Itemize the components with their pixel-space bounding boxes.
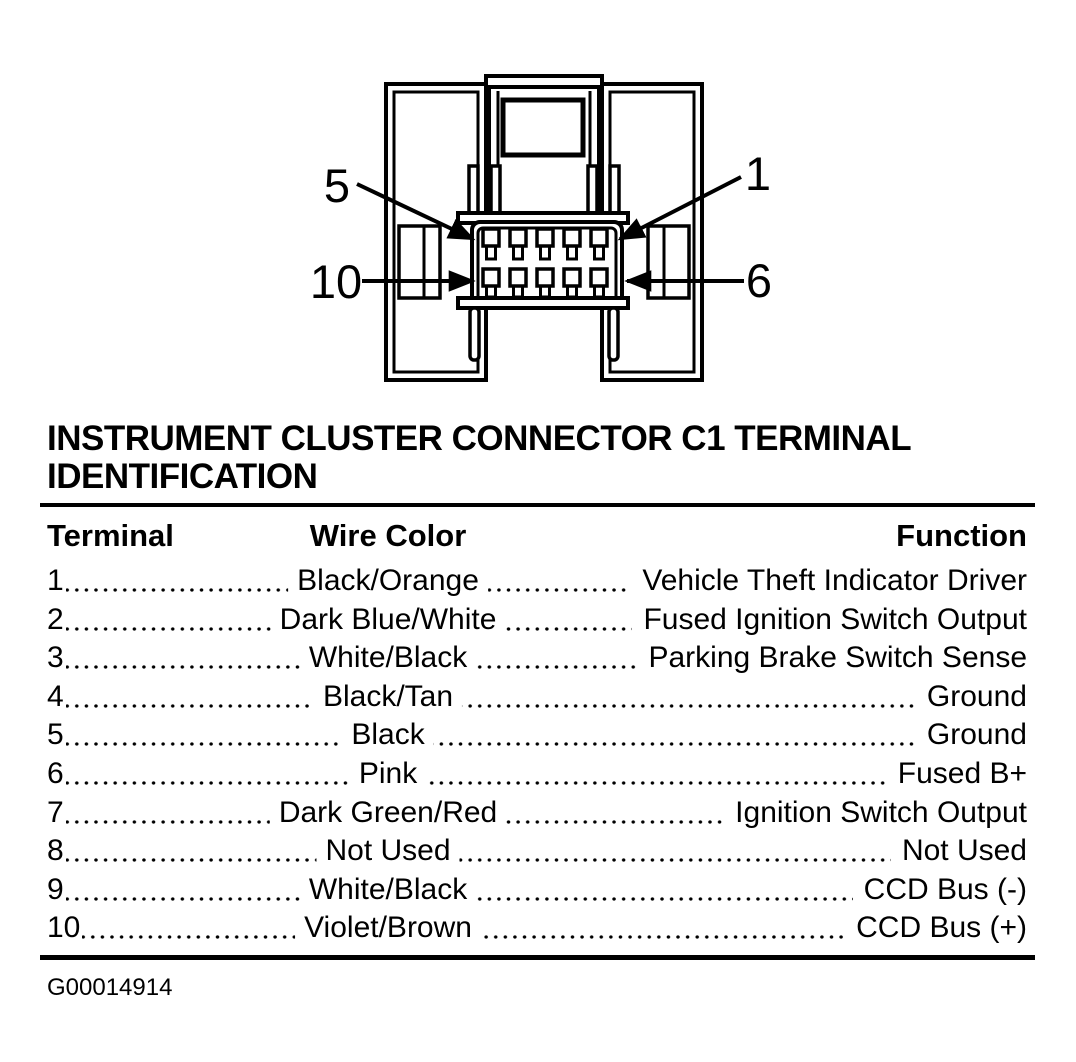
column-header-wire-color: Wire Color <box>309 518 467 553</box>
function-value: Ground <box>926 718 1027 752</box>
table-row: 3 Parking Brake Switch Sense White/Black <box>47 639 1027 678</box>
wire-color-value: Dark Green/Red <box>269 793 507 833</box>
divider-bottom <box>40 954 1035 960</box>
guide-leg <box>608 164 621 220</box>
table-row: 9 CCD Bus (-) White/Black <box>47 870 1027 910</box>
bottom-flange <box>456 296 630 310</box>
function-value: CCD Bus (-) <box>863 872 1027 906</box>
column-header-function: Function <box>896 518 1027 553</box>
dot-leader <box>65 754 887 794</box>
body-window <box>500 97 586 158</box>
wire-color-value: Violet/Brown <box>295 909 481 948</box>
page-title: INSTRUMENT CLUSTER CONNECTOR C1 TERMINAL… <box>47 419 911 496</box>
callout-arrow-5 <box>356 182 476 241</box>
terminal-number: 6 <box>47 756 64 790</box>
terminal-number: 8 <box>47 834 64 868</box>
wire-color-value: Black/Tan <box>313 677 463 717</box>
guide-leg <box>586 164 599 220</box>
terminal-number: 3 <box>47 641 64 675</box>
lower-rail-left <box>468 306 481 362</box>
left-latch <box>397 224 442 300</box>
function-value: Fused Ignition Switch Output <box>643 602 1027 636</box>
terminal-number: 1 <box>47 564 64 597</box>
column-header-terminal: Terminal <box>47 518 174 553</box>
connector-diagram: 5 1 10 6 <box>0 0 1076 414</box>
table-row: 10 CCD Bus (+) Violet/Brown <box>47 909 1027 948</box>
function-value: Vehicle Theft Indicator Driver <box>642 564 1027 597</box>
left-panel-inner <box>392 90 480 374</box>
divider-top <box>40 503 1035 507</box>
wire-color-value: White/Black <box>299 870 477 910</box>
function-value: CCD Bus (+) <box>856 911 1027 945</box>
terminal-table: 1 Vehicle Theft Indicator Driver Black/O… <box>47 562 1027 948</box>
callout-label-5: 5 <box>324 159 350 212</box>
terminal-number: 4 <box>47 679 64 713</box>
pin-row-bottom <box>481 267 609 299</box>
callout-arrow-1 <box>617 175 742 241</box>
callout-label-6: 6 <box>746 254 772 307</box>
table-row: 5 Ground Black <box>47 716 1027 755</box>
terminal-number: 10 <box>47 911 81 945</box>
pin-foot <box>566 244 578 261</box>
terminal-number: 2 <box>47 602 64 636</box>
guide-leg <box>489 164 502 220</box>
table-header: Terminal Wire Color Function <box>47 518 1027 554</box>
pin-foot <box>593 244 605 261</box>
table-row: 7 Ignition Switch Output Dark Green/Red <box>47 793 1027 833</box>
pin-foot <box>485 244 497 261</box>
lower-rail-right <box>607 306 620 362</box>
connector-line-art <box>356 74 744 382</box>
wire-color-value: Dark Blue/White <box>270 600 506 640</box>
pin-row-top <box>481 227 609 261</box>
callout-label-1: 1 <box>745 147 771 200</box>
function-value: Parking Brake Switch Sense <box>648 641 1027 675</box>
table-row: 8 Not Used Not Used <box>47 832 1027 871</box>
table-row: 2 Fused Ignition Switch Output Dark Blue… <box>47 600 1027 640</box>
wire-color-value: White/Black <box>299 639 477 678</box>
table-row: 1 Vehicle Theft Indicator Driver Black/O… <box>47 562 1027 601</box>
terminal-number: 7 <box>47 795 64 829</box>
right-latch <box>646 224 691 300</box>
dot-leader <box>65 832 891 871</box>
callout-label-10: 10 <box>310 255 362 308</box>
wire-color-value: Not Used <box>316 832 460 871</box>
terminal-number: 5 <box>47 718 64 752</box>
terminal-number: 9 <box>47 872 64 906</box>
figure-number: G00014914 <box>47 973 173 1001</box>
dot-leader <box>65 677 916 717</box>
wire-color-value: Black <box>342 716 434 755</box>
dot-leader <box>65 716 916 755</box>
function-value: Ground <box>926 679 1027 713</box>
table-row: 4 Ground Black/Tan <box>47 677 1027 717</box>
function-value: Ignition Switch Output <box>735 795 1027 829</box>
table-row: 6 Fused B+ Pink <box>47 754 1027 794</box>
pin-foot <box>539 244 551 261</box>
connector-diagram-svg: 5 1 10 6 <box>310 74 772 382</box>
guide-leg <box>467 164 480 220</box>
wire-color-value: Pink <box>349 754 427 794</box>
function-value: Fused B+ <box>897 756 1027 790</box>
function-value: Not Used <box>901 834 1027 868</box>
pin-foot <box>512 244 524 261</box>
wire-color-value: Black/Orange <box>288 562 488 601</box>
